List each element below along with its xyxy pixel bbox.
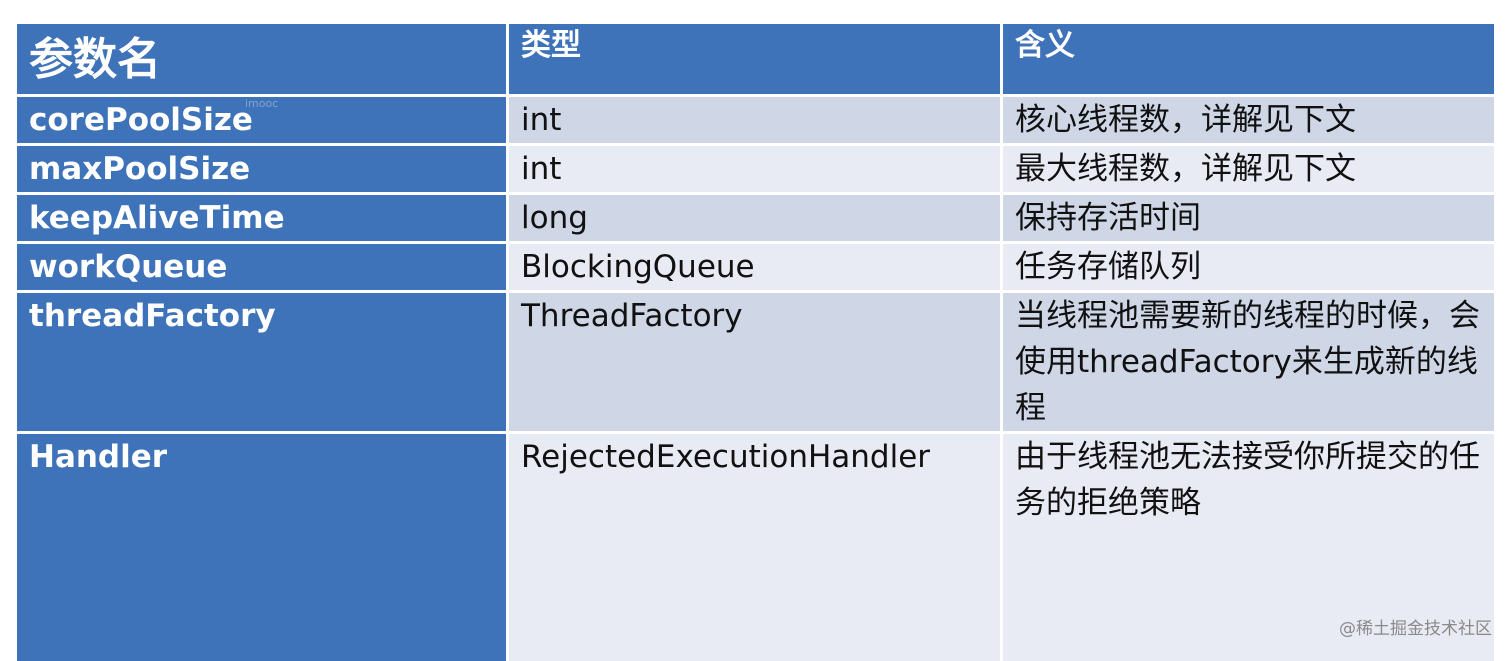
param-name-cell: keepAliveTime (17, 195, 509, 244)
type-cell: int (509, 97, 1003, 146)
type-cell: ThreadFactory (509, 293, 1003, 434)
type-cell: BlockingQueue (509, 244, 1003, 293)
param-name-cell: threadFactory (17, 293, 509, 434)
table-row: workQueue BlockingQueue 任务存储队列 (17, 244, 1494, 293)
param-name-cell: Handler (17, 434, 509, 661)
header-meaning: 含义 (1003, 24, 1494, 97)
faint-logo-mark: imooc (245, 97, 279, 110)
parameter-table-container: 参数名 类型 含义 corePoolSize int 核心线程数，详解见下文 m… (17, 24, 1494, 661)
source-watermark: @稀土掘金技术社区 (1339, 619, 1492, 639)
table-row: corePoolSize int 核心线程数，详解见下文 (17, 97, 1494, 146)
header-param-name: 参数名 (17, 24, 509, 97)
table-row: Handler RejectedExecutionHandler 由于线程池无法… (17, 434, 1494, 661)
header-type: 类型 (509, 24, 1003, 97)
type-cell: RejectedExecutionHandler (509, 434, 1003, 661)
table-row: threadFactory ThreadFactory 当线程池需要新的线程的时… (17, 293, 1494, 434)
table-row: keepAliveTime long 保持存活时间 (17, 195, 1494, 244)
meaning-cell: 核心线程数，详解见下文 (1003, 97, 1494, 146)
meaning-cell: 由于线程池无法接受你所提交的任务的拒绝策略 (1003, 434, 1494, 661)
meaning-cell: 任务存储队列 (1003, 244, 1494, 293)
param-name-cell: workQueue (17, 244, 509, 293)
param-name-cell: maxPoolSize (17, 146, 509, 195)
header-row: 参数名 类型 含义 (17, 24, 1494, 97)
meaning-cell: 最大线程数，详解见下文 (1003, 146, 1494, 195)
table-row: maxPoolSize int 最大线程数，详解见下文 (17, 146, 1494, 195)
type-cell: long (509, 195, 1003, 244)
meaning-cell: 当线程池需要新的线程的时候，会使用threadFactory来生成新的线程 (1003, 293, 1494, 434)
parameter-table: 参数名 类型 含义 corePoolSize int 核心线程数，详解见下文 m… (17, 24, 1494, 661)
type-cell: int (509, 146, 1003, 195)
param-name-cell: corePoolSize (17, 97, 509, 146)
meaning-cell: 保持存活时间 (1003, 195, 1494, 244)
